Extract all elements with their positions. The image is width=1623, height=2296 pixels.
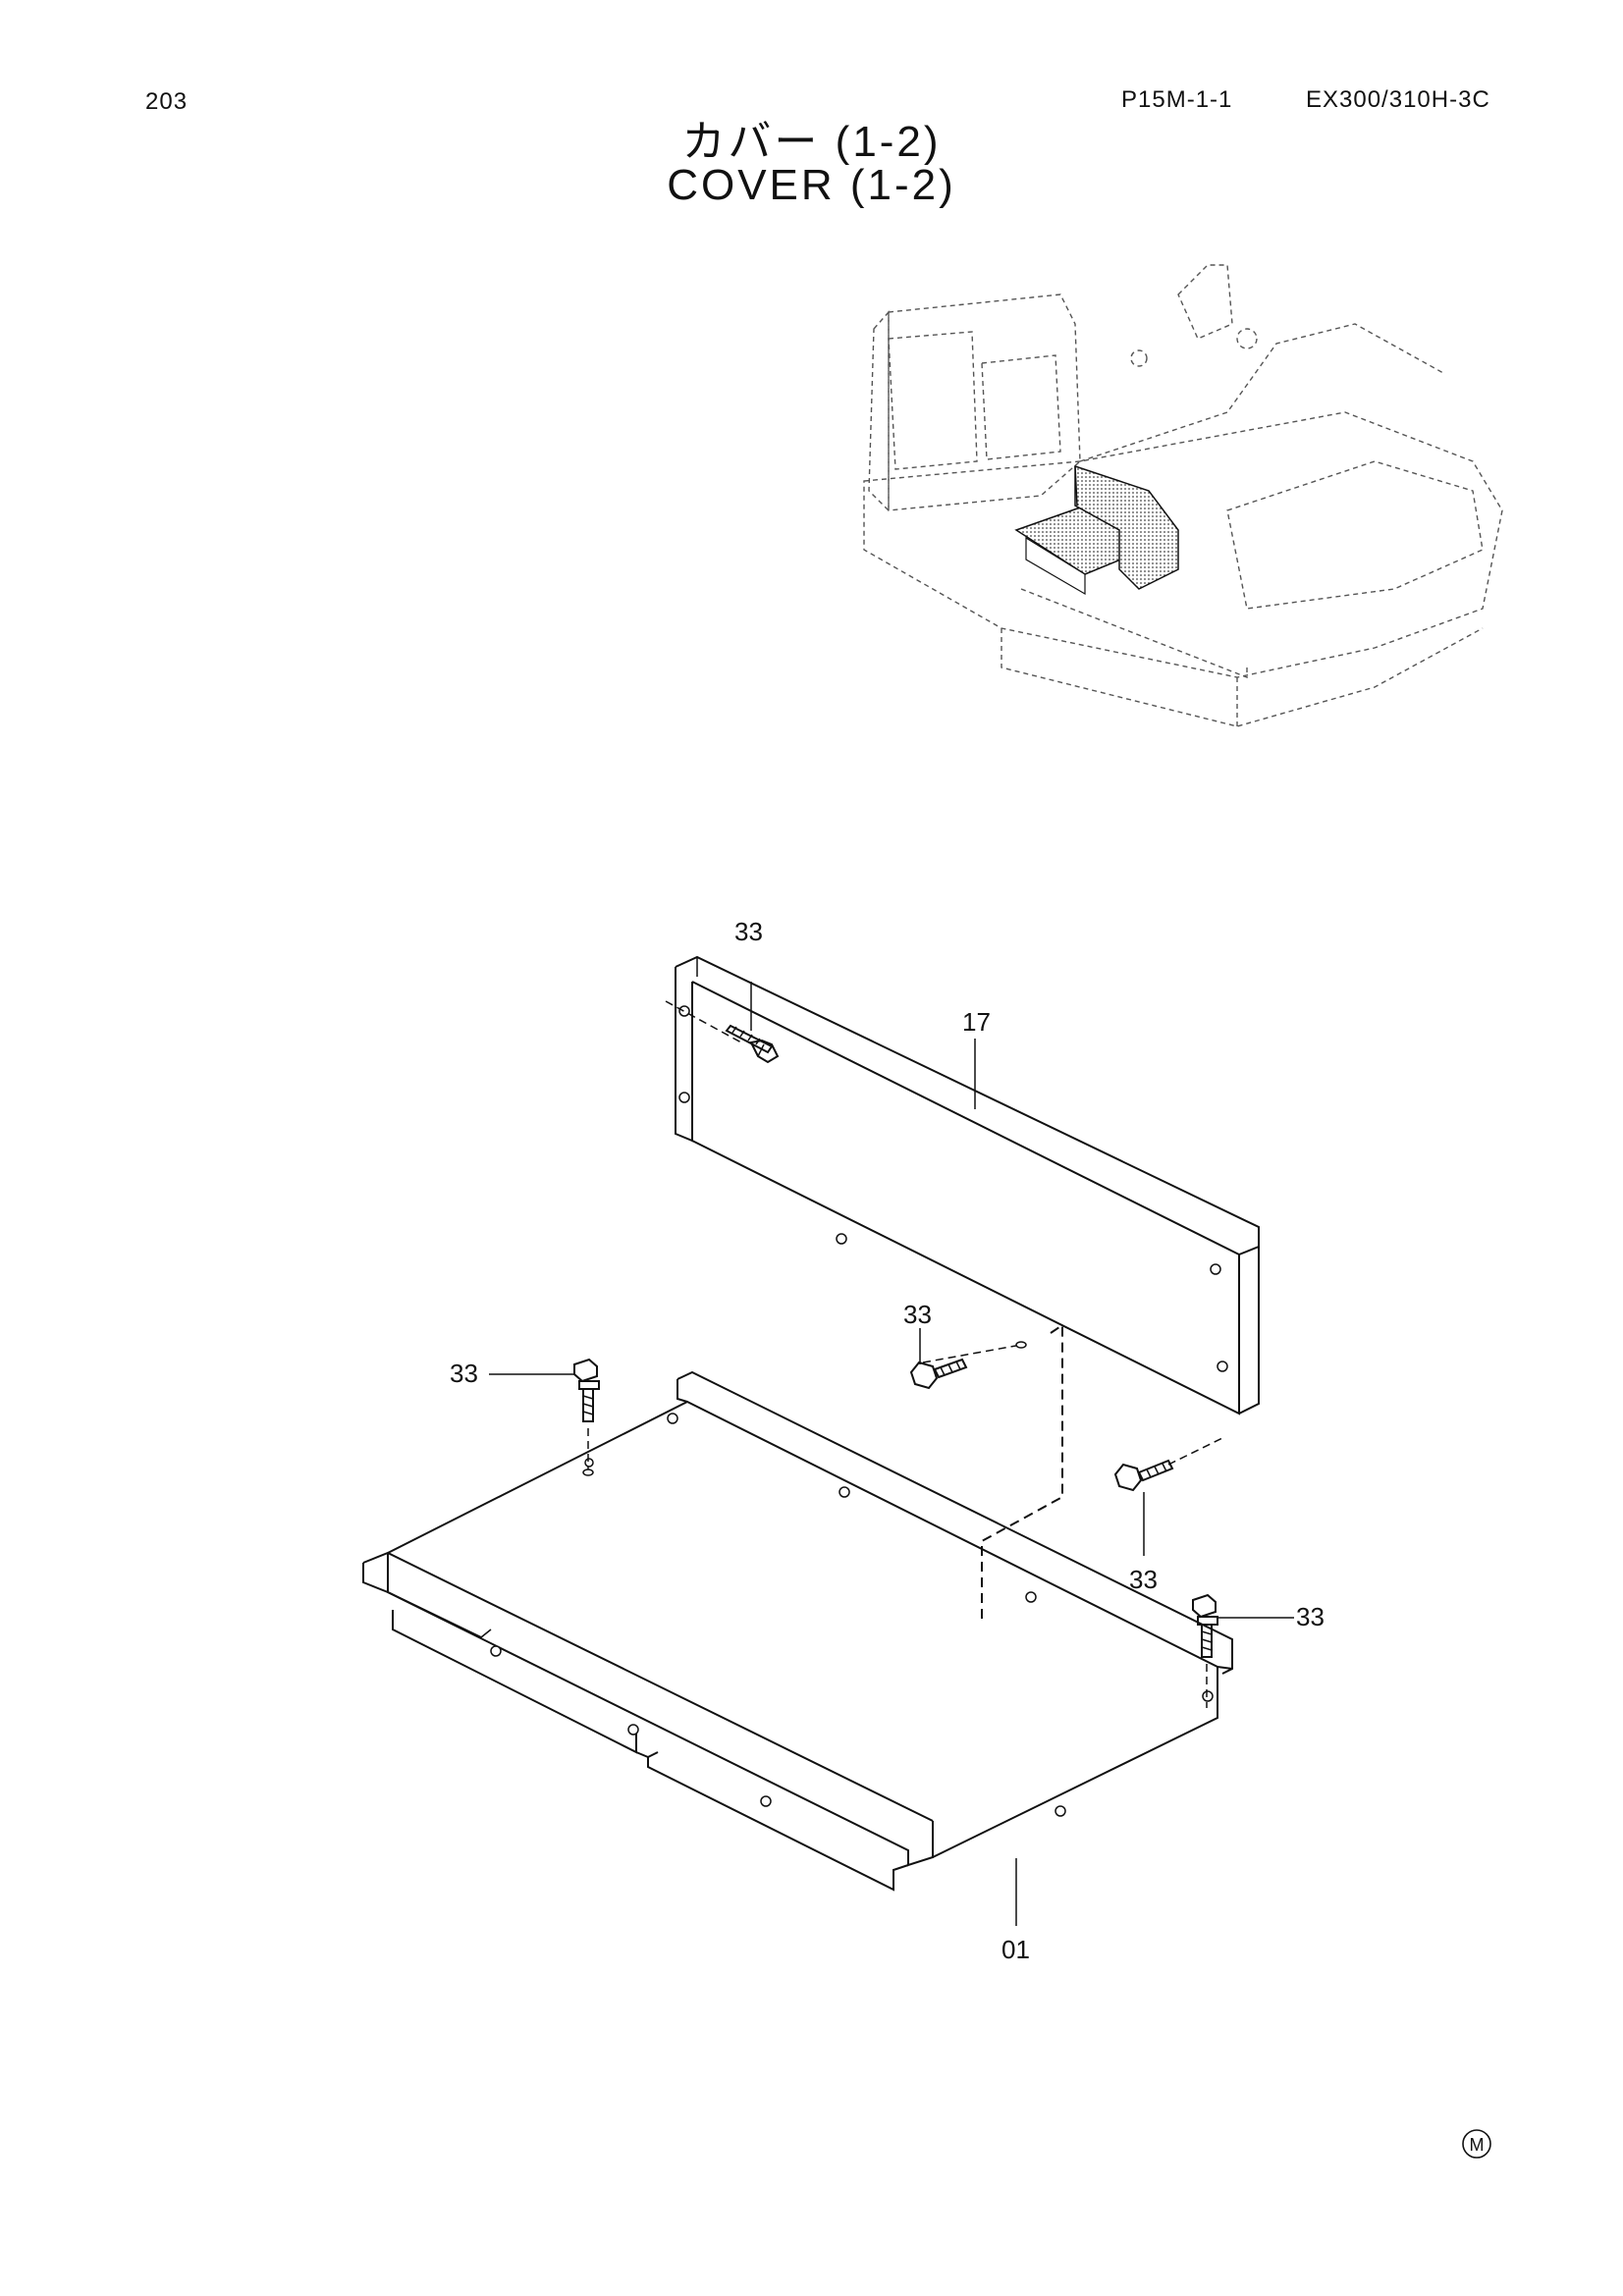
- callout-bolt-left: 33: [450, 1359, 478, 1388]
- callout-upper-cover: 17: [962, 1007, 991, 1037]
- callout-lower-cover: 01: [1001, 1935, 1030, 1964]
- upper-cover-part: [675, 955, 1260, 1415]
- callout-bolt-top: 33: [734, 917, 763, 946]
- bolt-left: [489, 1358, 600, 1476]
- callout-bolt-right: 33: [1296, 1602, 1325, 1631]
- callout-bolt-middle: 33: [903, 1300, 932, 1329]
- excavator-locator-view: [863, 264, 1503, 727]
- m-mark: M: [1470, 2135, 1485, 2155]
- model-code: EX300/310H-3C: [1306, 86, 1490, 113]
- title-japanese: カバー (1-2): [681, 118, 942, 166]
- page-number: 203: [145, 88, 189, 115]
- bolt-right: [1192, 1593, 1294, 1708]
- lower-cover-part: [362, 1370, 1233, 1892]
- bolt-top: [665, 982, 780, 1064]
- callout-bolt-right-lower: 33: [1129, 1565, 1158, 1594]
- figure-code: P15M-1-1: [1121, 86, 1233, 113]
- title-english: COVER (1-2): [667, 161, 956, 209]
- m-mark-circle: [1462, 2129, 1491, 2159]
- bolt-right-lower: [1113, 1437, 1223, 1556]
- bolt-middle: [909, 1328, 1027, 1390]
